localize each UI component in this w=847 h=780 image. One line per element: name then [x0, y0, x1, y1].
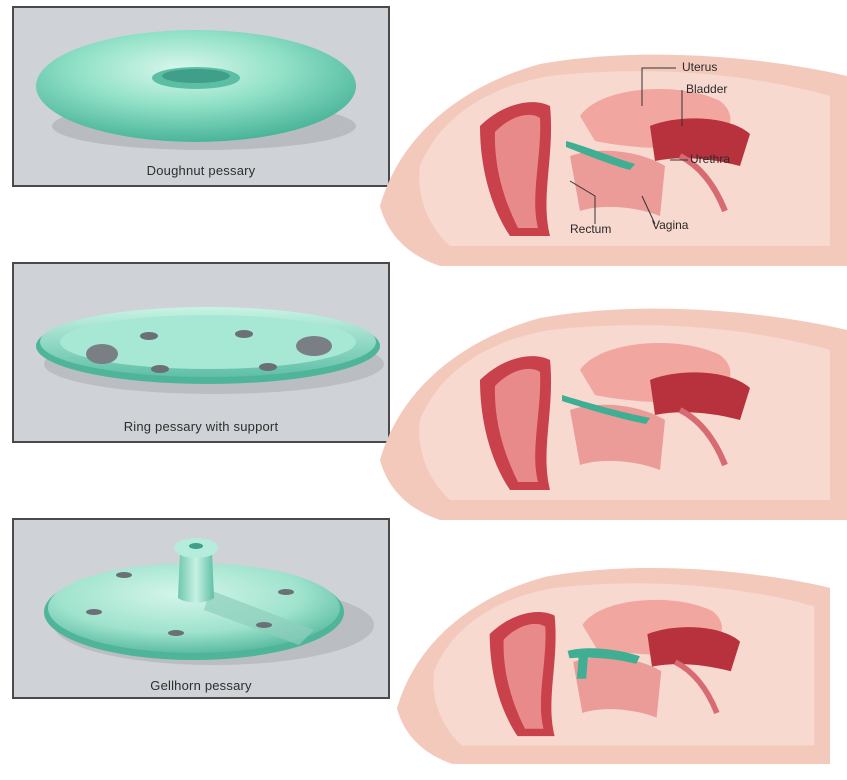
- leader-lines: [380, 46, 847, 266]
- ring-pessary-illustration: [14, 264, 390, 443]
- gellhorn-pessary-illustration: [14, 520, 390, 699]
- anatomy-cross-section-2: [380, 300, 847, 520]
- doughnut-pessary-panel: Doughnut pessary: [12, 6, 390, 187]
- ring-pessary-caption: Ring pessary with support: [14, 419, 388, 434]
- doughnut-pessary-illustration: [14, 8, 390, 187]
- gellhorn-pessary-panel: Gellhorn pessary: [12, 518, 390, 699]
- ring-pessary-panel: Ring pessary with support: [12, 262, 390, 443]
- gellhorn-pessary-caption: Gellhorn pessary: [14, 678, 388, 693]
- anatomy-cross-section-3: [380, 560, 847, 780]
- doughnut-pessary-caption: Doughnut pessary: [14, 163, 388, 178]
- anatomy-cross-section-1: Uterus Bladder Urethra Rectum Vagina: [380, 46, 847, 266]
